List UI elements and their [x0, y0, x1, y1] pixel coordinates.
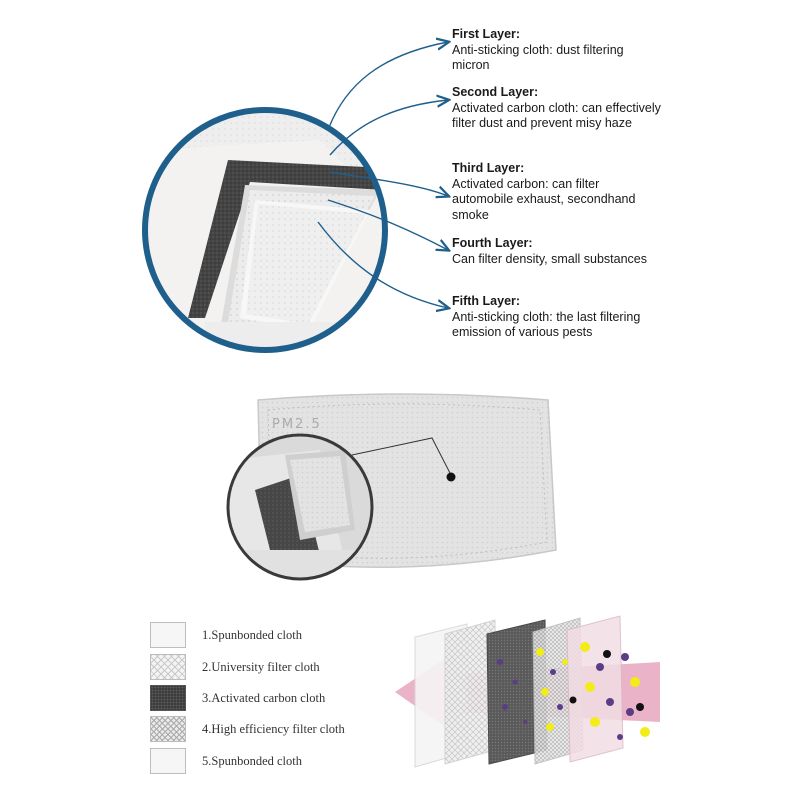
arrow-second-layer — [329, 100, 448, 156]
inset-magnifier — [226, 433, 374, 581]
swatch-spunbonded — [150, 748, 186, 774]
pm25-imprint: PM2.5 — [272, 417, 322, 432]
legend-label: 3.Activated carbon cloth — [202, 691, 326, 705]
arrow-fourth-layer — [327, 199, 448, 250]
swatch-mesh — [150, 654, 186, 680]
fourth-layer-text: Fourth Layer: Can filter density, small … — [452, 236, 662, 267]
third-layer-title: Third Layer: — [452, 161, 525, 175]
legend-item: 5.Spunbonded cloth — [150, 748, 390, 776]
arrow-first-layer — [327, 42, 448, 131]
legend-label: 5.Spunbonded cloth — [202, 754, 302, 768]
first-layer-desc: Anti-sticking cloth: dust filtering micr… — [452, 42, 624, 73]
pointer-dot — [446, 472, 456, 482]
arrow-third-layer — [329, 171, 448, 196]
legend-item: 3.Activated carbon cloth — [150, 685, 390, 713]
second-layer-text: Second Layer: Activated carbon cloth: ca… — [452, 85, 662, 132]
fourth-layer-title: Fourth Layer: — [452, 236, 533, 250]
carbon-layer-shape — [188, 160, 385, 318]
filtration-diagram — [395, 615, 660, 768]
arrow-fifth-layer — [317, 221, 448, 308]
magnified-layers — [145, 110, 385, 350]
fifth-layer-desc: Anti-sticking cloth: the last filtering … — [452, 309, 641, 340]
fifth-layer-title: Fifth Layer: — [452, 294, 521, 308]
legend-item: 1.Spunbonded cloth — [150, 622, 390, 650]
sheet-spunbonded-back — [566, 615, 624, 763]
legend-label: 1.Spunbonded cloth — [202, 628, 302, 642]
magnifier-ring — [142, 107, 388, 353]
third-layer-desc: Activated carbon: can filter automobile … — [452, 176, 636, 222]
first-layer-text: First Layer: Anti-sticking cloth: dust f… — [452, 27, 662, 74]
fourth-layer-desc: Can filter density, small substances — [452, 251, 647, 266]
second-layer-title: Second Layer: — [452, 85, 539, 99]
second-layer-desc: Activated carbon cloth: can effectively … — [452, 100, 661, 131]
first-layer-title: First Layer: — [452, 27, 521, 41]
legend-item: 4.High efficiency filter cloth — [150, 716, 390, 744]
legend-item: 2.University filter cloth — [150, 654, 390, 682]
swatch-fine-mesh — [150, 716, 186, 742]
legend-label: 2.University filter cloth — [202, 660, 320, 674]
legend-label: 4.High efficiency filter cloth — [202, 722, 345, 736]
swatch-carbon — [150, 685, 186, 711]
layers-illustration — [142, 0, 800, 353]
particles — [497, 642, 650, 740]
pointer-line — [351, 437, 452, 476]
swatch-spunbonded — [150, 622, 186, 648]
filter-pad-photo: PM2.5 — [226, 393, 557, 581]
third-layer-text: Third Layer: Activated carbon: can filte… — [452, 161, 662, 223]
fifth-layer-text: Fifth Layer: Anti-sticking cloth: the la… — [452, 294, 662, 341]
